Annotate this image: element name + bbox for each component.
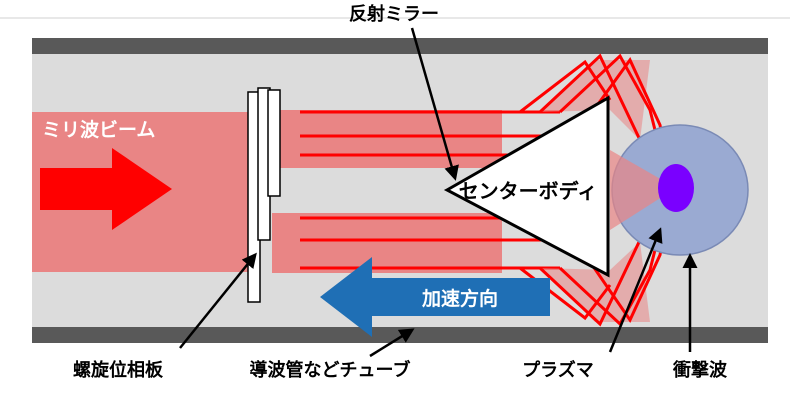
beam-lower — [272, 213, 502, 273]
reflection-area-lower — [540, 242, 650, 322]
phase-plate-label: 螺旋位相板 — [73, 359, 164, 381]
acceleration-arrow — [320, 257, 550, 337]
acceleration-label: 加速方向 — [421, 287, 498, 310]
tube-wall-bottom — [32, 327, 768, 343]
shock-wave-label: 衝撃波 — [672, 359, 728, 381]
center-body-label: センターボディ — [459, 179, 598, 203]
center-body — [443, 95, 610, 278]
mirror-label: 反射ミラー — [349, 3, 439, 25]
plasma-label: プラズマ — [522, 359, 594, 381]
focus-rays — [610, 150, 676, 230]
beam-upper — [272, 110, 502, 168]
beam-direction-arrow — [40, 148, 172, 230]
phase-plate — [247, 87, 281, 303]
pointer-arrows — [179, 27, 698, 358]
reflection-area-upper — [540, 60, 650, 140]
beam-label: ミリ波ビーム — [42, 118, 155, 141]
plasma — [658, 164, 694, 212]
tube-label: 導波管などチューブ — [250, 359, 411, 381]
tube-wall-top — [32, 38, 768, 54]
